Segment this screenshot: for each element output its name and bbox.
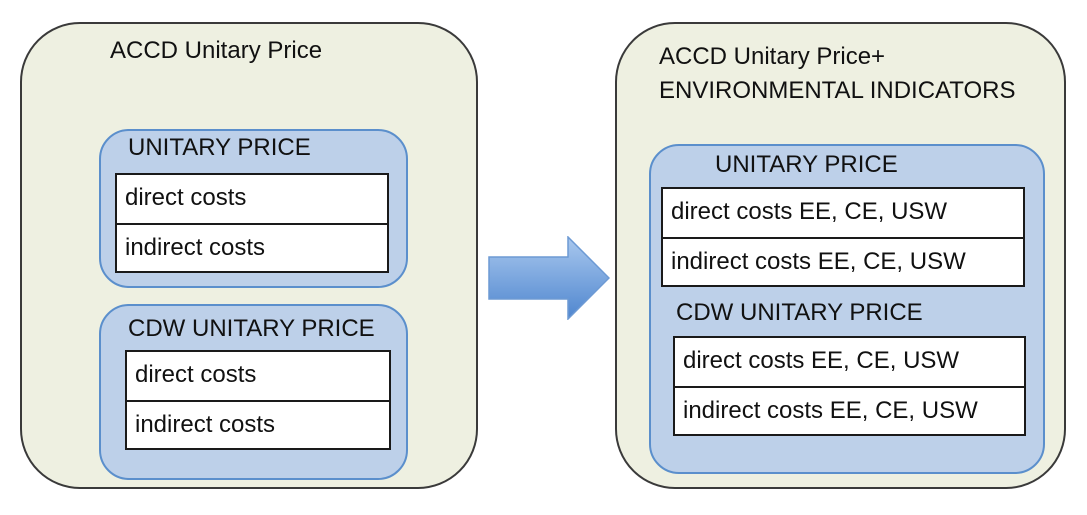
left-panel-title: ACCD Unitary Price	[110, 37, 323, 64]
direct-costs-row: direct costs EE, CE, USW	[671, 198, 948, 225]
left-panel: ACCD Unitary Price UNITARY PRICE direct …	[20, 22, 478, 489]
cdw-unitary-price-title: CDW UNITARY PRICE	[676, 299, 923, 326]
indirect-costs-row: indirect costs	[127, 400, 389, 448]
right-panel-title-line-2: ENVIRONMENTAL INDICATORS	[659, 77, 1016, 104]
unitary-price-table: direct costs indirect costs	[115, 173, 389, 273]
indirect-costs-row: indirect costs EE, CE, USW	[675, 386, 1024, 434]
cdw-unitary-price-group: CDW UNITARY PRICE direct costs indirect …	[99, 304, 408, 480]
direct-costs-row: direct costs EE, CE, USW	[683, 347, 960, 374]
direct-costs-row: direct costs	[125, 184, 247, 211]
indirect-costs-row: indirect costs EE, CE, USW	[663, 237, 1023, 285]
indirect-costs-row: indirect costs	[117, 223, 387, 271]
cdw-unitary-price-title: CDW UNITARY PRICE	[128, 315, 375, 342]
unitary-price-group: UNITARY PRICE direct costs indirect cost…	[99, 129, 408, 288]
unitary-price-title: UNITARY PRICE	[128, 134, 311, 161]
right-arrow-icon	[488, 236, 610, 320]
unitary-price-table: direct costs EE, CE, USW indirect costs …	[661, 187, 1025, 287]
right-panel-title: ACCD Unitary Price+ ENVIRONMENTAL INDICA…	[659, 40, 1015, 108]
direct-costs-row: direct costs	[135, 361, 257, 388]
cdw-unitary-price-table: direct costs EE, CE, USW indirect costs …	[673, 336, 1026, 436]
right-panel-title-line-1: ACCD Unitary Price+	[659, 43, 886, 70]
environmental-price-group: UNITARY PRICE direct costs EE, CE, USW i…	[649, 144, 1045, 474]
unitary-price-title: UNITARY PRICE	[715, 151, 898, 178]
cdw-unitary-price-table: direct costs indirect costs	[125, 350, 391, 450]
right-panel: ACCD Unitary Price+ ENVIRONMENTAL INDICA…	[615, 22, 1066, 489]
